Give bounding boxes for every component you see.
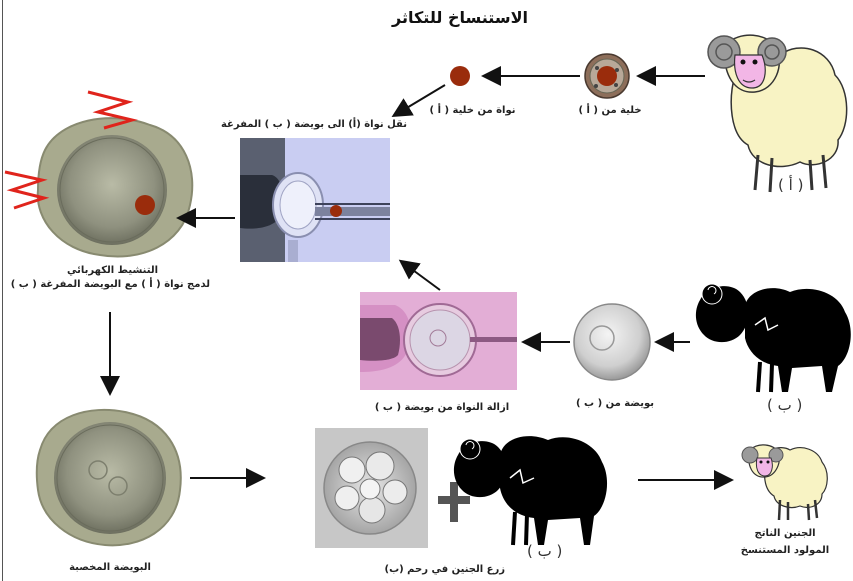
sheep-b (696, 284, 851, 392)
embryo-micrograph (315, 428, 428, 548)
micrograph-nucleus-transfer (240, 138, 390, 262)
label-activation-line2: لدمج نواة ( أ ) مع البويضة المفرغة ( ب ) (15, 278, 210, 291)
micrograph-nucleus-removal (360, 292, 517, 390)
sheep-b-mark: ( ب ) (767, 396, 802, 414)
sheep-a-mark: ( أ ) (778, 176, 803, 194)
body-cell-a (585, 54, 629, 98)
activated-egg (38, 118, 193, 256)
sheep-a (708, 35, 847, 192)
sheep-b2-mark: ( ب ) (527, 542, 562, 560)
cloned-lamb (742, 445, 827, 520)
label-result-line2: المولود المستنسخ (735, 544, 835, 557)
label-remove-nucleus: ازالة النواة من بويضة ( ب ) (372, 401, 512, 414)
label-fertilized-egg: البويضة المخصبة (55, 561, 165, 574)
label-cell-from-a: خلية من ( أ ) (570, 104, 650, 117)
label-egg-from-b: بويضة من ( ب ) (575, 397, 655, 410)
label-transfer-nucleus: نقل نواة (أ) الى بويضة ( ب ) المفرغة (232, 118, 407, 131)
sheep-b-surrogate (454, 436, 607, 545)
label-nucleus-from-cell: نواة من خلية ( أ ) (425, 104, 520, 117)
egg-b (574, 304, 650, 380)
label-implant: زرع الجنين في رحم (ب) (385, 563, 505, 576)
arrow-removal-to-transfer (402, 262, 440, 290)
label-result-line1: الجنين الناتج (735, 527, 835, 540)
fertilized-egg (37, 410, 181, 545)
nucleus-a (450, 66, 470, 86)
label-activation-line1: التنشيط الكهربائي (15, 264, 210, 277)
